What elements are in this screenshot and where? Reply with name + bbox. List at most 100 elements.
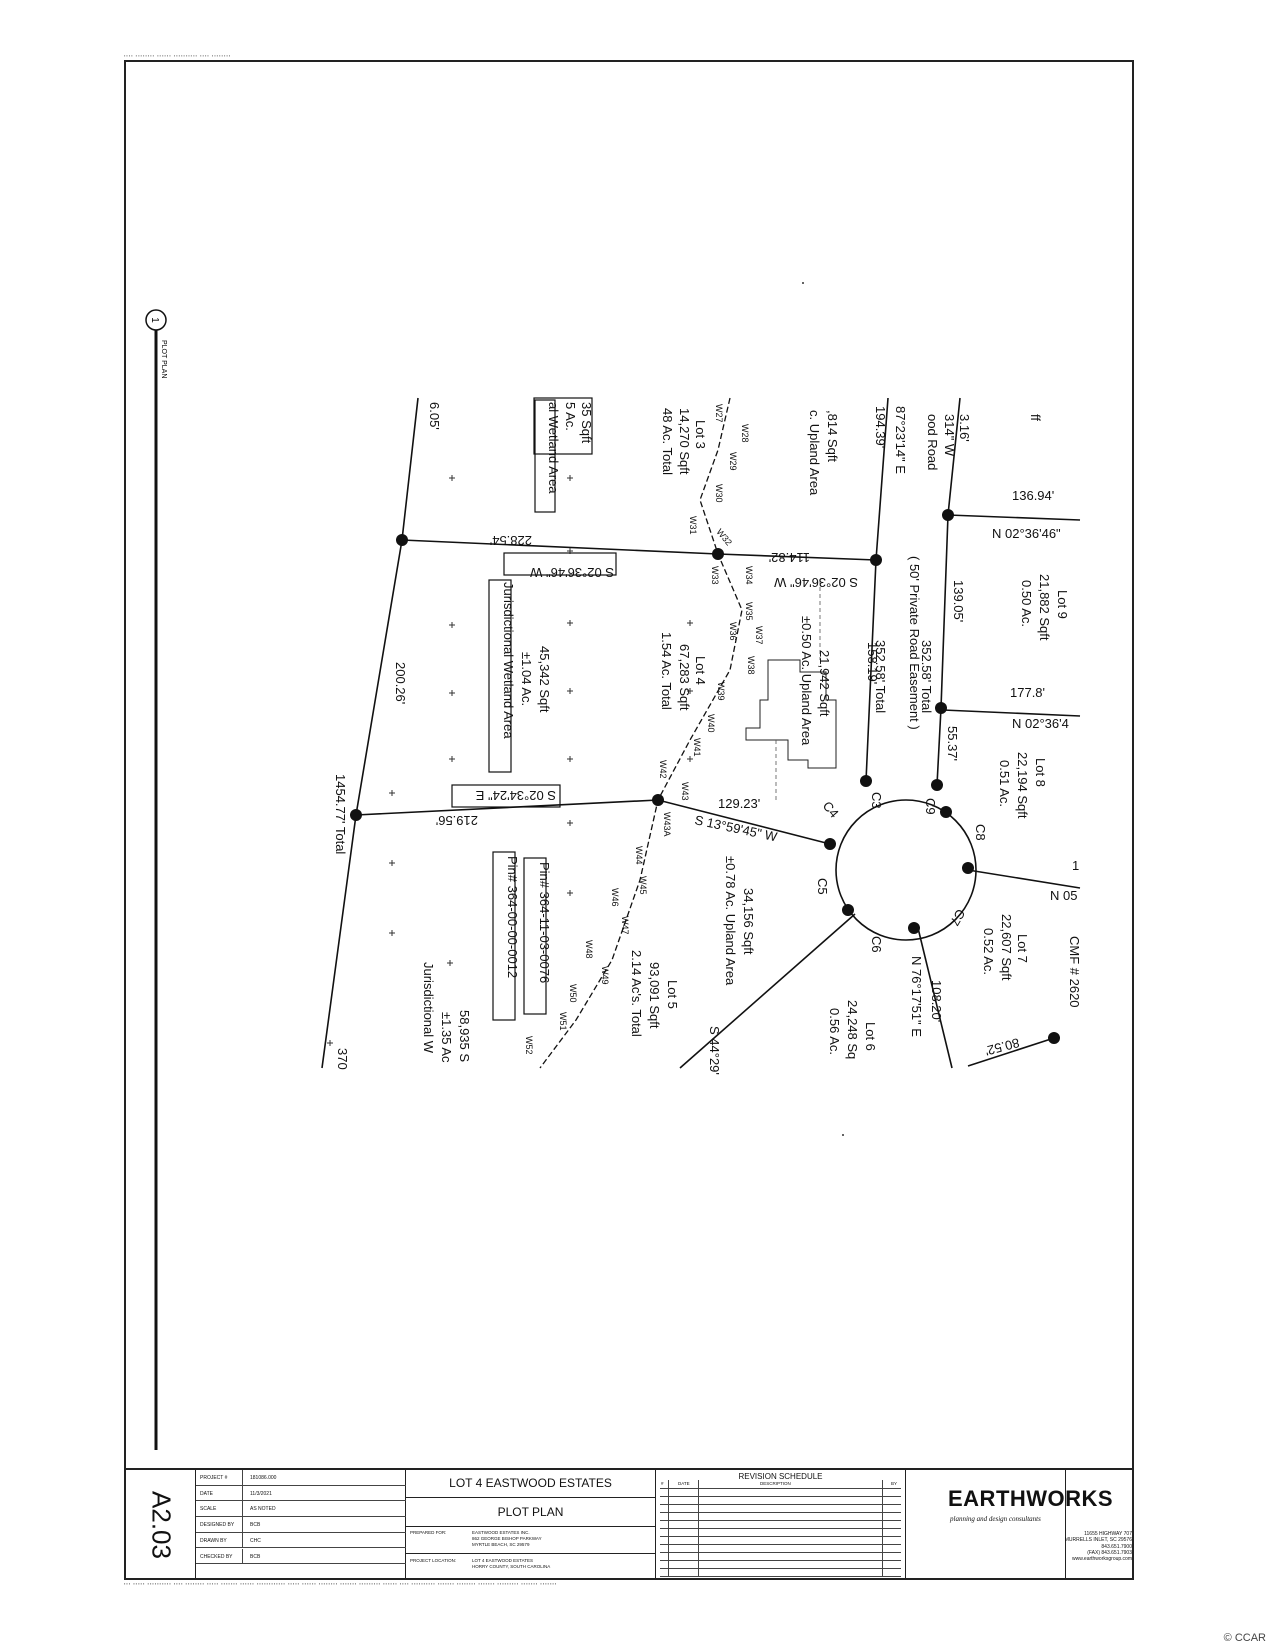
- lot3-sqft: 14,270 Sqft: [677, 408, 692, 475]
- wet-pt-w43: W43: [680, 782, 690, 801]
- lot8-acres: 0.51 Ac.: [997, 760, 1012, 807]
- curve-c4: C4: [820, 798, 842, 820]
- title-block-blank: [906, 1470, 1066, 1580]
- dim-228: 228.54': [490, 533, 532, 548]
- curve-c7: C7: [947, 907, 968, 929]
- lot6-title: Lot 6: [863, 1022, 878, 1051]
- lot7-title: Lot 7: [1015, 934, 1030, 963]
- revision-row: [660, 1560, 901, 1569]
- label-ff: ff: [1028, 414, 1043, 421]
- lot7-sqft: 22,607 Sqft: [999, 914, 1014, 981]
- pin-2: Pin# 364-00-00-0012: [505, 856, 520, 978]
- dim-114: 114.82': [769, 550, 810, 565]
- wetland-line: [539, 397, 743, 1069]
- revision-row: [660, 1520, 901, 1529]
- west-boundary-line: [321, 397, 419, 1069]
- revision-row: [660, 1512, 901, 1521]
- wetland-box-label: Jurisdictional Wetland Area: [501, 582, 516, 739]
- wet-pt-w36: W36: [728, 622, 738, 641]
- header-fine-print: ▪▪▪▪ ▪▪▪▪▪▪▪▪ ▪▪▪▪▪▪ ▪▪▪▪▪▪▪▪▪▪ ▪▪▪▪ ▪▪▪…: [124, 53, 232, 58]
- road-bearing-frag: 314" W: [942, 414, 957, 457]
- bearing-n02-a: N 02°36'46": [992, 526, 1061, 541]
- sheet-number-cell: A2.03: [126, 1470, 196, 1580]
- project-title: LOT 4 EASTWOOD ESTATES: [449, 1476, 612, 1490]
- dim-108: 108.20': [929, 980, 944, 1022]
- wet-pt-w44: W44: [634, 846, 644, 865]
- dim-136: 136.94': [1012, 488, 1054, 503]
- watermark: © CCAR: [1223, 1632, 1266, 1644]
- revision-col-headers: # DATE DESCRIPTION BY: [660, 1480, 901, 1489]
- info-value: AS NOTED: [250, 1506, 276, 1513]
- wet-pt-w29: W29: [728, 452, 738, 471]
- dim-6-05: 6.05': [427, 402, 442, 430]
- private-road: ( 50' Private Road Easement ): [907, 556, 922, 730]
- dim-200: 200.26': [393, 662, 408, 704]
- wet-pt-w32: W32: [714, 527, 734, 548]
- road-name-frag: ood Road: [925, 414, 940, 470]
- info-key: DATE: [200, 1490, 213, 1497]
- curve-c9: C9: [923, 798, 938, 815]
- callout-title: PLOT PLAN: [160, 340, 167, 378]
- lot-sw-acres: ±1.35 Ac: [439, 1012, 454, 1063]
- bearing-s02-a: S 02°36'46" W: [529, 565, 614, 580]
- lot4-title: Lot 4: [693, 656, 708, 685]
- drawing-title: PLOT PLAN: [497, 1505, 564, 1519]
- dim-55: 55.37': [945, 726, 960, 761]
- wet-pt-w28: W28: [740, 424, 750, 443]
- bearing-s13: S 13°59'45" W: [693, 812, 779, 844]
- wet-pt-w51: W51: [558, 1012, 568, 1031]
- revision-row: [660, 1536, 901, 1545]
- wet-pt-w37: W37: [754, 626, 764, 645]
- wet-pt-w34: W34: [744, 566, 754, 585]
- revision-row: [660, 1552, 901, 1561]
- wet-pt-w35: W35: [744, 602, 754, 621]
- wet-pt-w31: W31: [688, 516, 698, 535]
- wet-pt-w38: W38: [746, 656, 756, 675]
- sheet-number: A2.03: [146, 1491, 176, 1559]
- dim-129: 129.23': [718, 796, 760, 811]
- info-value: 181086.000: [250, 1475, 277, 1481]
- lot-line-5-6: [679, 913, 856, 1069]
- cmf-line: [967, 1037, 1055, 1067]
- curve-c3: C3: [869, 792, 884, 809]
- lot5-acres: 2.14 Ac's. Total: [629, 950, 644, 1037]
- info-value: 11/3/2021: [250, 1490, 272, 1497]
- dim-158: 158.19': [865, 642, 880, 684]
- wet-pt-w46: W46: [610, 888, 620, 907]
- upland-acres: ±0.50 Ac. Upland Area: [799, 616, 814, 746]
- firm-tagline: planning and design consultants: [950, 1515, 1041, 1523]
- lot4-acres: 1.54 Ac. Total: [659, 632, 674, 710]
- lot-line-8-9: [942, 709, 1081, 717]
- road-east-line: [936, 397, 961, 786]
- wetland-sqft: 45,342 Sqft: [537, 646, 552, 713]
- wet-pt-w52: W52: [524, 1036, 534, 1055]
- wet-pt-w40: W40: [706, 714, 716, 733]
- cul-de-sac: [835, 799, 977, 941]
- revision-row: [660, 1504, 901, 1513]
- wet-pt-w33: W33: [710, 566, 720, 585]
- wet-pt-w49: W49: [600, 966, 610, 985]
- dim-219: 219.56': [436, 813, 478, 828]
- wet-pt-w48: W48: [584, 940, 594, 959]
- pin-1: Pin# 364-11-03-0076: [537, 862, 552, 983]
- info-key: CHECKED BY: [200, 1553, 233, 1560]
- lot-line-7-8: [967, 869, 1081, 889]
- prepared-for-label: PREPARED FOR:: [410, 1530, 447, 1535]
- lot9-title: Lot 9: [1055, 590, 1070, 619]
- wet-sqft-frag: 35 Sqft: [579, 402, 594, 444]
- info-key: DESIGNED BY: [200, 1522, 235, 1529]
- bearing-n05: N 05: [1050, 888, 1077, 903]
- dim-80: 80.52': [983, 1035, 1021, 1059]
- lot8-sqft: 22,194 Sqft: [1015, 752, 1030, 819]
- wet-pt-w45: W45: [638, 876, 648, 895]
- revision-row: [660, 1496, 901, 1505]
- curve-c5: C5: [815, 878, 830, 895]
- wetland-acres: ±1.04 Ac.: [519, 652, 534, 706]
- lot5-sqft: 93,091 Sqft: [647, 962, 662, 1029]
- road-total-2: 352.58' Total: [873, 640, 888, 713]
- house-footprint: [745, 659, 837, 769]
